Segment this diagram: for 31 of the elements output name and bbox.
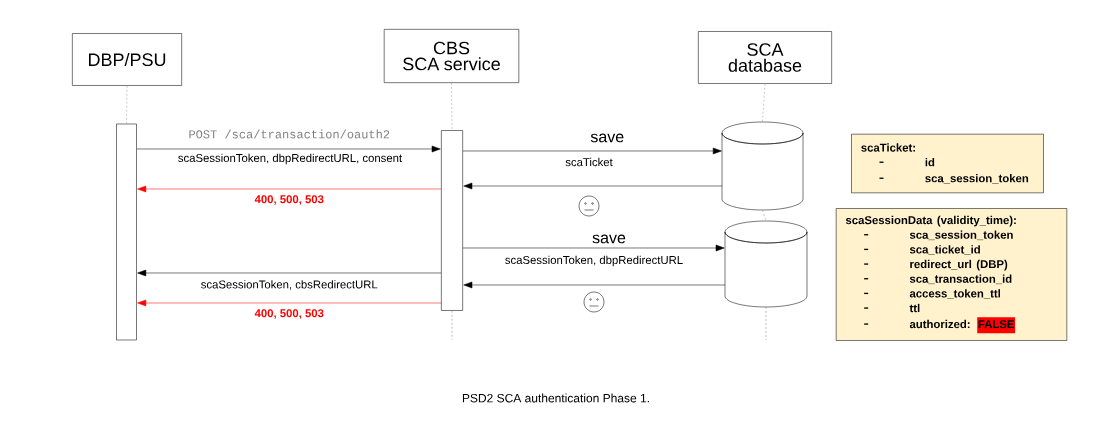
edge-label: 400, 500, 503 <box>254 309 324 319</box>
message-arrow <box>462 244 725 252</box>
activation-bar <box>441 130 463 311</box>
message-arrow <box>463 182 723 190</box>
database-cylinder <box>721 121 804 211</box>
lifeline <box>451 82 453 131</box>
message-arrow <box>137 299 442 307</box>
participant-box: CBS SCA service <box>383 29 520 83</box>
edge-label: save <box>592 234 626 244</box>
participant-box: SCA database <box>698 31 832 84</box>
message-label: scaTicket <box>565 157 613 167</box>
caption: PSD2 SCA authentication Phase 1. <box>462 393 649 403</box>
lifeline <box>126 85 128 124</box>
activation-bar <box>116 123 137 341</box>
edge-label: POST /sca/transaction/oauth2 <box>189 129 390 139</box>
note-box: scaTicket: id sca_session_token <box>851 133 1044 194</box>
edge-label: scaSessionToken, cbsRedirectURL <box>201 280 378 290</box>
message-arrow <box>137 269 442 277</box>
database-cylinder <box>724 220 808 308</box>
note-box: scaSessionData (validity_time): sca_session_token sca_ticket_id redirect_url (DBP) sca_transaction_id access_token_ttl ttl authorized: FALSE <box>835 208 1068 341</box>
message-label: scaSessionToken, dbpRedirectURL, consent <box>178 153 402 165</box>
lifeline <box>762 83 766 122</box>
message-arrow <box>462 147 722 155</box>
message-arrow <box>137 185 442 193</box>
participant-box: DBP/PSU <box>72 33 182 86</box>
message-label: scaSessionToken, dbpRedirectURL <box>505 255 683 267</box>
edge-label: save <box>590 133 624 143</box>
edge-label: 400, 500, 503 <box>254 195 324 205</box>
message-arrow <box>136 145 441 153</box>
lifeline <box>762 210 767 222</box>
message-arrow <box>463 281 726 289</box>
